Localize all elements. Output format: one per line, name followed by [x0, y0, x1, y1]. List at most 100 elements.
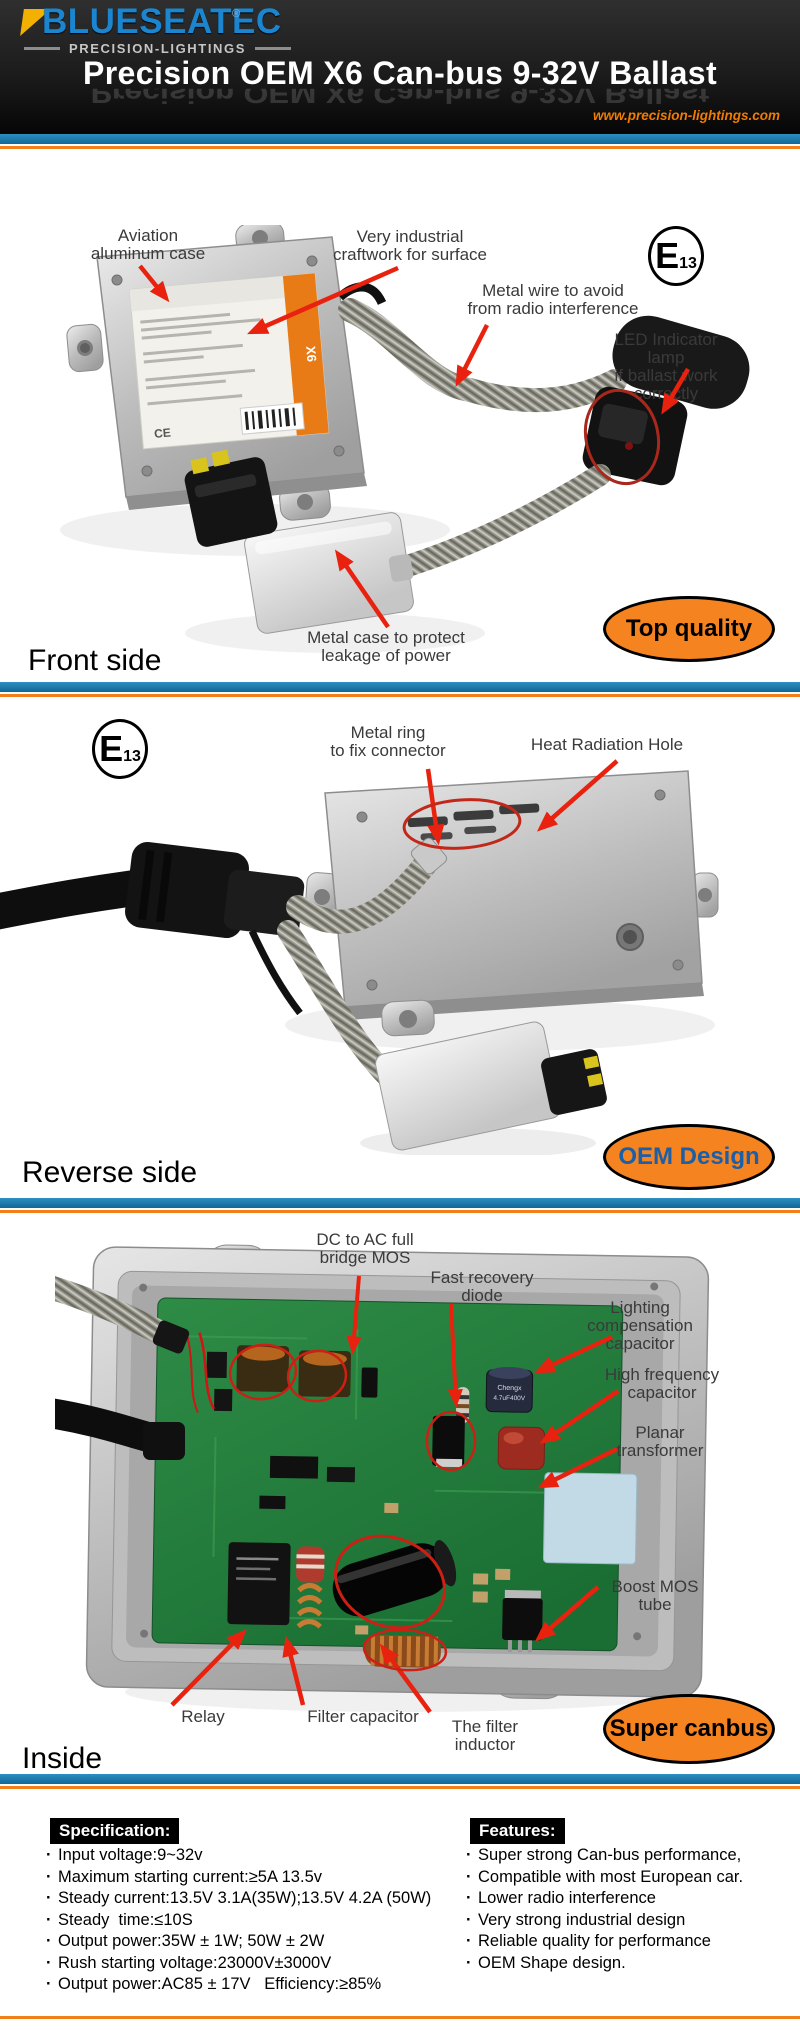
annotation-led-indicator: LED Indicator lamp if ballast work corre… [614, 330, 718, 403]
bridge-mos-pair [236, 1345, 351, 1398]
brand-name: BLUESEATEC [42, 2, 282, 41]
braided-cable-lower [387, 464, 611, 580]
relay [227, 1542, 291, 1626]
title-zone: Precision OEM X6 Can-bus 9-32V Ballast P… [0, 55, 800, 111]
reverse-photo [0, 770, 719, 1155]
annotation-metal-ring: Metal ring to fix connector [330, 723, 446, 760]
arrow-boost-mos [534, 1585, 600, 1642]
divider-orange-3 [0, 1210, 800, 1213]
black-cable-inside [55, 1398, 156, 1453]
bottom-orange-line [0, 2016, 800, 2019]
ellipse-mos-2 [286, 1349, 348, 1403]
feature-item: OEM Shape design. [466, 1953, 796, 1975]
resistor [455, 1387, 470, 1424]
heat-radiation-holes [407, 803, 540, 841]
arrow-metal-ring [425, 768, 445, 846]
annotation-bridge-mos: DC to AC full bridge MOS [316, 1230, 414, 1267]
toroid-inductor [296, 1546, 325, 1629]
annotation-relay: Relay [181, 1707, 225, 1726]
arrow-bridge-mos [346, 1275, 362, 1355]
arrow-heat-hole [536, 759, 619, 832]
ic-chip [269, 1455, 319, 1479]
header: BLUESEATEC ® PRECISION-LIGHTINGS Precisi… [0, 0, 800, 134]
feature-item: Reliable quality for performance [466, 1931, 796, 1953]
website-text: www.precision-lightings.com [592, 108, 780, 123]
capacitor-value-text: 4.7uF400V [493, 1395, 526, 1403]
power-wire [337, 282, 387, 306]
lighting-compensation-capacitor: Chengx 4.7uF400V [485, 1366, 534, 1413]
arrow-craftwork [247, 265, 399, 335]
braided-cable-a [286, 849, 440, 934]
circled-diode [432, 1415, 465, 1468]
inside-label: Inside [22, 1742, 103, 1775]
ellipse-heat-holes [402, 798, 522, 850]
boost-mos [502, 1589, 543, 1653]
arrow-relay [170, 1629, 247, 1707]
features-header: Features: [470, 1818, 565, 1844]
planar-transformer [542, 1472, 638, 1565]
oem-design-badge: OEM Design [603, 1124, 775, 1190]
divider-blue-3 [0, 1198, 800, 1208]
arrow-planar [537, 1446, 618, 1489]
high-frequency-capacitor [497, 1426, 546, 1470]
feature-item: Super strong Can-bus performance, [466, 1845, 796, 1867]
registered-mark: ® [232, 8, 241, 20]
annotation-fast-recovery-diode: Fast recovery diode [430, 1268, 534, 1305]
specification-item: Output power:35W ± 1W; 50W ± 2W [46, 1931, 446, 1953]
annotation-boost-mos-tube: Boost MOS tube [611, 1577, 699, 1614]
ellipse-diode [425, 1410, 477, 1472]
igniter-box-reverse [360, 1021, 607, 1155]
front-side-label: Front side [28, 644, 162, 677]
specification-item: Steady time:≤10S [46, 1910, 446, 1932]
igniter-connector [184, 449, 278, 547]
annotation-planar-transformer: Planar transformer [616, 1423, 704, 1460]
brand-tagline-row: PRECISION-LIGHTINGS [24, 41, 292, 56]
page-title: Precision OEM X6 Can-bus 9-32V Ballast [82, 55, 718, 91]
specification-item: Maximum starting current:≥5A 13.5v [46, 1867, 446, 1889]
ce-mark-text: CE [154, 425, 172, 440]
divider-orange-1 [0, 146, 800, 149]
divider-orange-2 [0, 694, 800, 697]
ellipse-filter-capacitor [334, 1534, 446, 1630]
divider-blue-2 [0, 682, 800, 692]
super-canbus-badge: Super canbus [603, 1694, 775, 1764]
feature-item: Lower radio interference [466, 1888, 796, 1910]
annotation-metal-case: Metal case to protect leakage of power [307, 628, 465, 665]
input-connector [125, 841, 305, 1016]
reverse-side-label: Reverse side [22, 1156, 198, 1189]
sticker-model-text: X6 [303, 345, 319, 362]
features-list: Super strong Can-bus performance,Compati… [466, 1845, 796, 1974]
top-quality-badge: Top quality [603, 596, 775, 662]
specification-item: Rush starting voltage:23000V±3000V [46, 1953, 446, 1975]
red-highlight-ellipses [228, 388, 661, 1672]
specification-item: Steady current:13.5V 3.1A(35W);13.5V 4.2… [46, 1888, 446, 1910]
divider-blue-1 [0, 134, 800, 144]
page-title-reflection: Precision OEM X6 Can-bus 9-32V Ballast [90, 88, 710, 110]
arrow-fast-diode [447, 1303, 463, 1408]
annotation-high-frequency-capacitor: High frequency capacitor [604, 1365, 720, 1402]
red-arrows [138, 264, 690, 1714]
product-label-sticker: X6 CE [128, 272, 330, 450]
annotation-lighting-compensation-capacitor: Lighting compensation capacitor [587, 1298, 693, 1353]
specification-list: Input voltage:9~32vMaximum starting curr… [46, 1845, 446, 1996]
annotation-filter-inductor: The filter inductor [451, 1717, 519, 1754]
tagline-rule-left [24, 47, 60, 50]
cable-gland [152, 1320, 190, 1354]
braided-cable-inside [55, 1276, 179, 1348]
e13-letter: E [99, 728, 124, 769]
e13-letter: E [655, 235, 680, 276]
feature-item: Very strong industrial design [466, 1910, 796, 1932]
annotation-filter-capacitor: Filter capacitor [307, 1707, 419, 1726]
arrow-metal-wire [455, 323, 490, 387]
brand-tagline: PRECISION-LIGHTINGS [69, 41, 247, 56]
arrow-metal-case [334, 549, 390, 629]
specification-item: Input voltage:9~32v [46, 1845, 446, 1867]
annotation-aviation-aluminum-case: Aviation aluminum case [90, 226, 206, 263]
filter-capacitor [332, 1540, 457, 1617]
annotation-heat-radiation-hole: Heat Radiation Hole [530, 735, 684, 754]
e13-number: 13 [679, 254, 697, 272]
braided-cable-b [277, 920, 407, 1096]
arrow-aviation [138, 264, 170, 303]
capacitor-brand-text: Chengx [497, 1385, 522, 1392]
